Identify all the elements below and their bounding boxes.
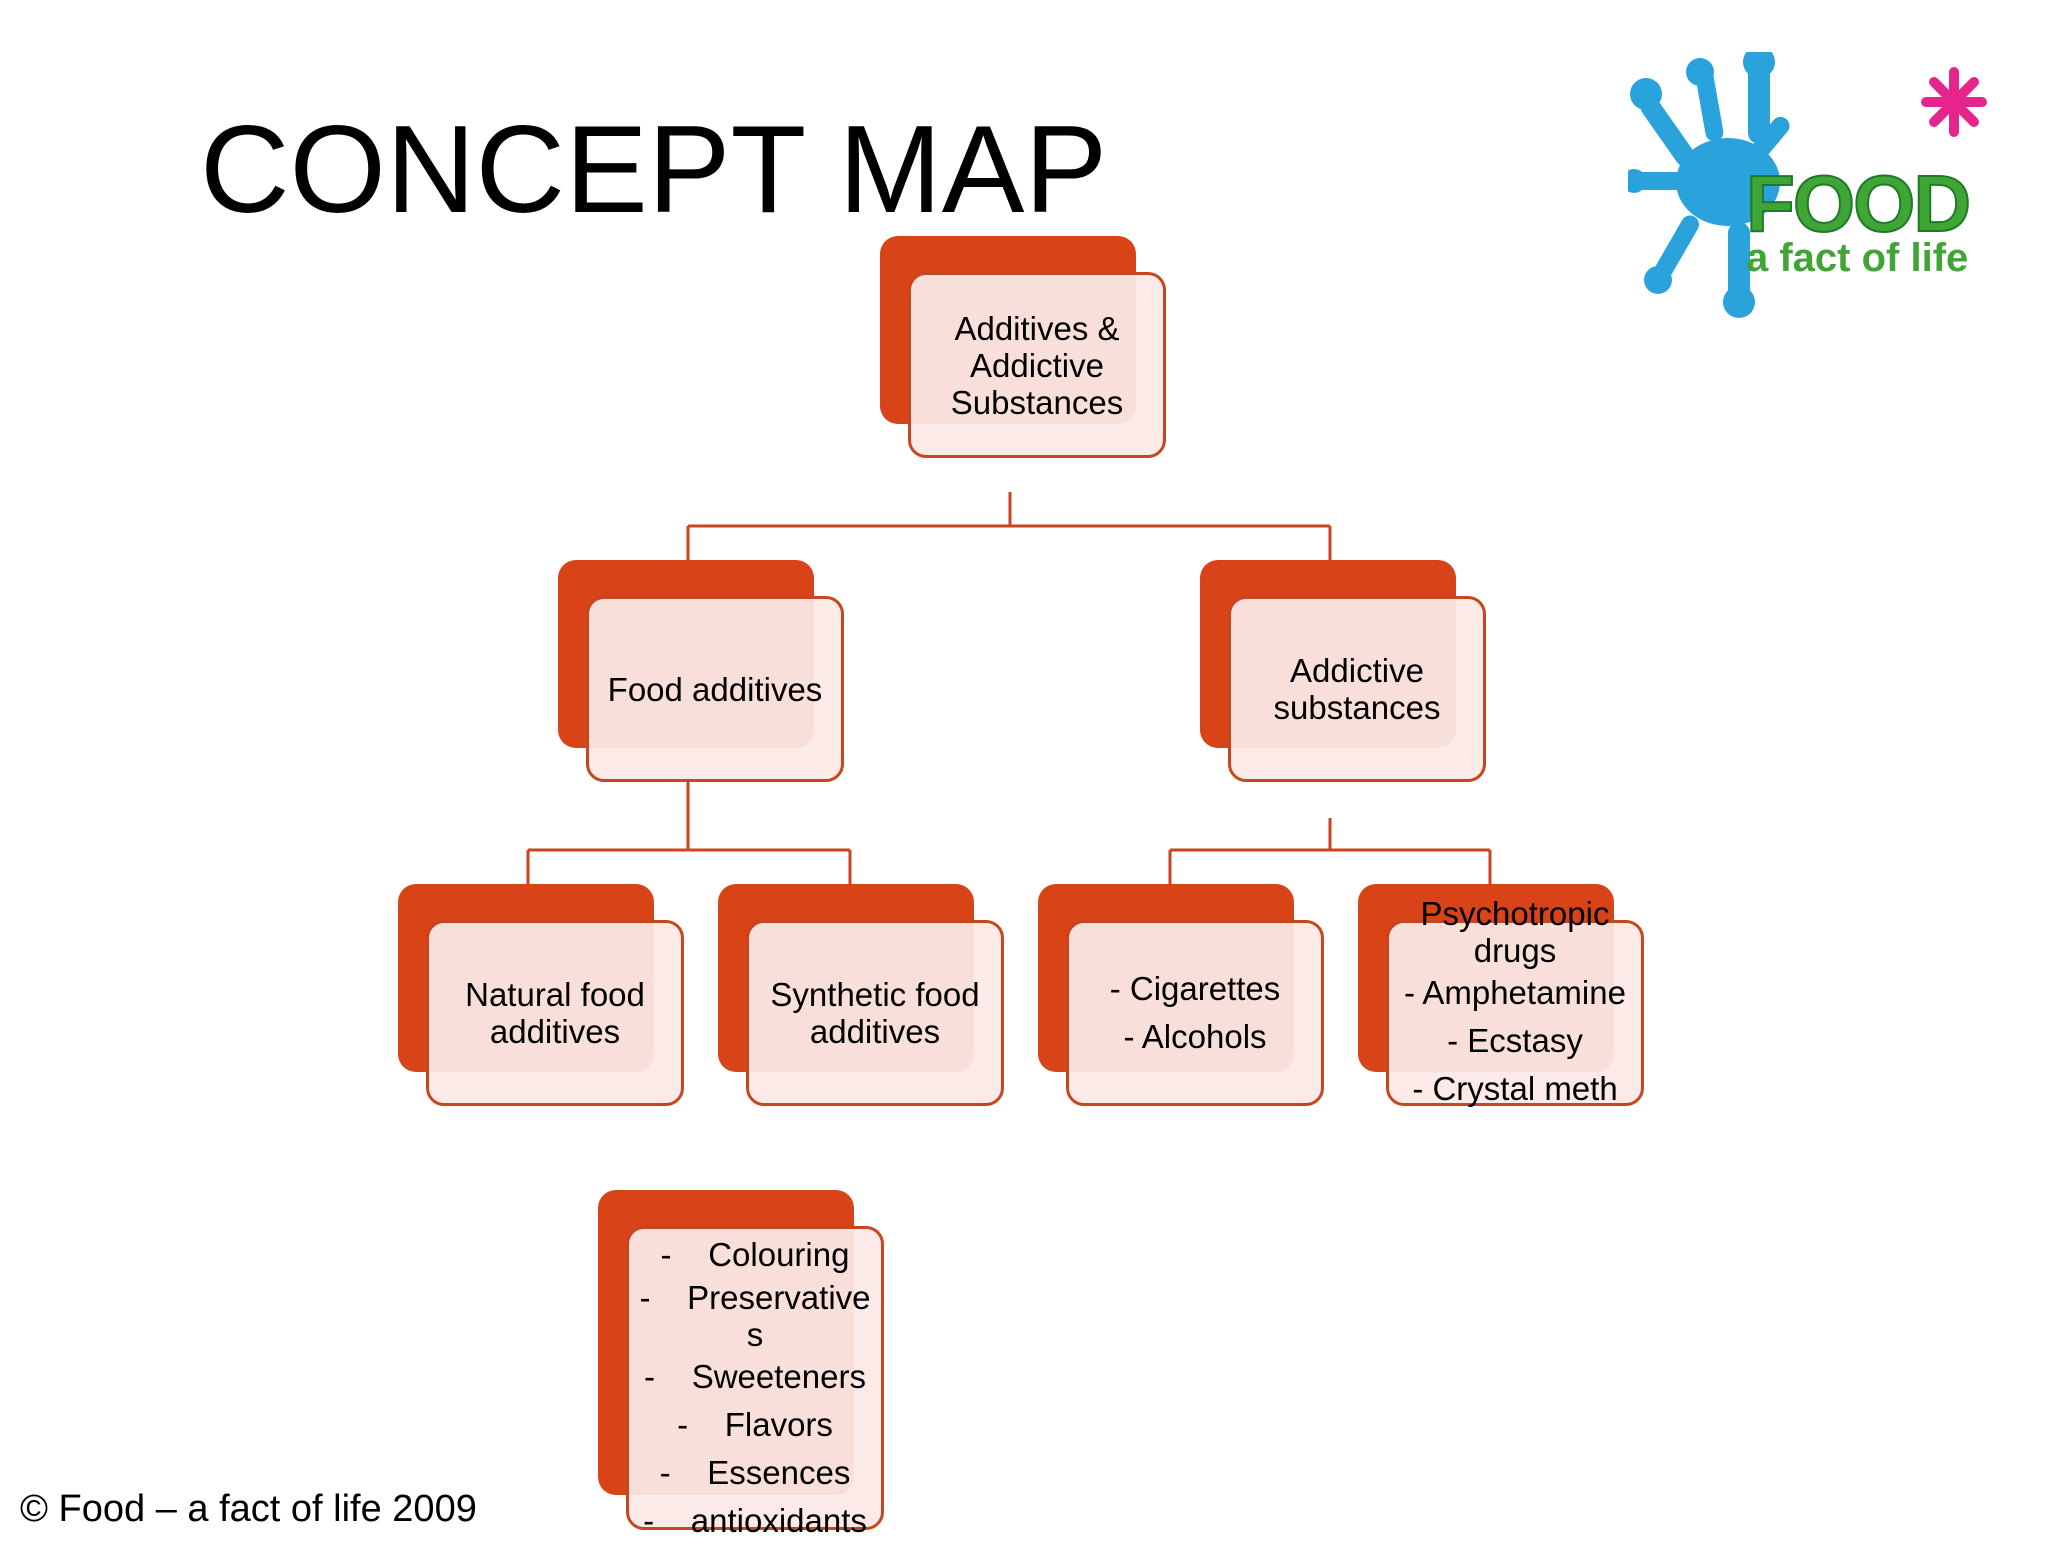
node-synthetic-food-additives: Synthetic food additives [718, 884, 1004, 1108]
logo-brand-text: FOOD [1745, 159, 1972, 248]
page-title: CONCEPT MAP [200, 101, 1108, 239]
node-additive-types-text: - Colouring - Preservative s - Sweetener… [626, 1226, 884, 1539]
node-addictive-substances: Addictive substances [1200, 560, 1486, 784]
node-additive-types: - Colouring - Preservative s - Sweetener… [598, 1190, 884, 1539]
node-root-text: Additives & Addictive Substances [908, 272, 1166, 458]
node-psychotropic-drugs: Psychotropic drugs - Amphetamine - Ecsta… [1358, 884, 1644, 1108]
node-cigarettes-alcohols: - Cigarettes - Alcohols [1038, 884, 1324, 1108]
splash-icon [1622, 46, 1987, 318]
food-logo: FOOD a fact of life [1622, 46, 2008, 322]
node-root: Additives & Addictive Substances [880, 236, 1166, 460]
node-synthetic-text: Synthetic food additives [746, 920, 1004, 1106]
node-natural-food-additives: Natural food additives [398, 884, 684, 1108]
node-natural-text: Natural food additives [426, 920, 684, 1106]
node-cig-alc-text: - Cigarettes - Alcohols [1066, 920, 1324, 1106]
node-addictive-substances-text: Addictive substances [1228, 596, 1486, 782]
node-food-additives-text: Food additives [586, 596, 844, 782]
copyright-footer: © Food – a fact of life 2009 [20, 1488, 477, 1530]
node-drugs-text: Psychotropic drugs - Amphetamine - Ecsta… [1386, 895, 1644, 1107]
node-food-additives: Food additives [558, 560, 844, 784]
logo-tagline: a fact of life [1746, 236, 1969, 280]
